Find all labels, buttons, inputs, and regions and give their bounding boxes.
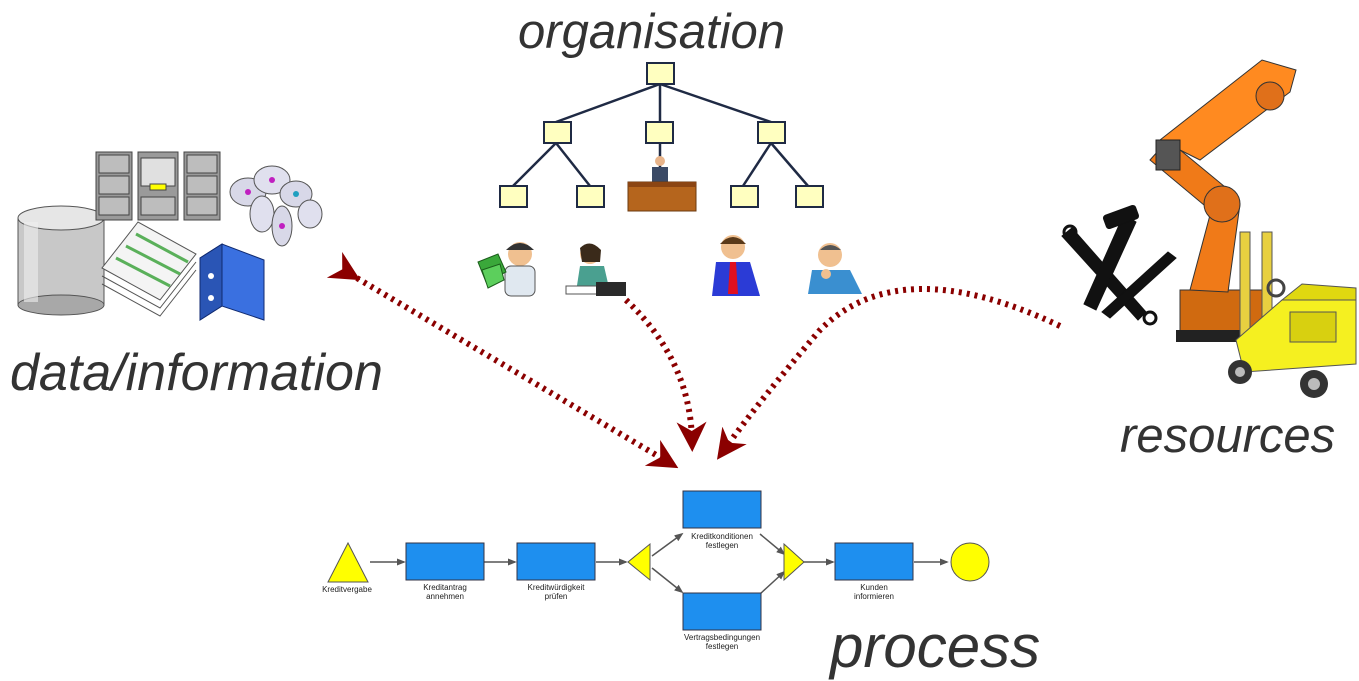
- database-cylinder-icon: [17, 205, 105, 316]
- forklift-icon: [1228, 231, 1357, 398]
- filing-cabinets-icon: [95, 151, 221, 221]
- org-box-left: [543, 121, 572, 144]
- person-writing-icon: [565, 243, 626, 296]
- function-box-4: [682, 592, 762, 631]
- org-box-ll: [499, 185, 528, 208]
- tools-icon: [1061, 204, 1177, 326]
- paper-stack-icon: [101, 221, 197, 317]
- binder-icon: [199, 243, 265, 321]
- function-box-5: [834, 542, 914, 581]
- arrow-data-to-process: [326, 251, 679, 469]
- process-title: process: [830, 613, 1041, 680]
- person-money-icon: [477, 242, 536, 297]
- manager-at-desk-icon: [627, 156, 697, 212]
- process-chain: [327, 490, 990, 631]
- org-box-right: [757, 121, 786, 144]
- org-box-mid: [645, 121, 674, 144]
- resources-title: resources: [1120, 409, 1336, 463]
- relation-arrows: [326, 251, 1062, 469]
- xor-split-connector: [627, 542, 651, 582]
- organisation-title: organisation: [518, 5, 785, 59]
- arrow-resources-to-process: [716, 286, 1062, 460]
- org-box-rl: [730, 185, 759, 208]
- function-box-3: [682, 490, 762, 529]
- org-boxes: [499, 62, 824, 208]
- person-businessman-icon: [712, 235, 760, 296]
- function-box-2: [516, 542, 596, 581]
- label-start-event: Kreditvergabe: [322, 585, 372, 594]
- end-event-circle: [950, 542, 990, 582]
- org-box-lr: [576, 185, 605, 208]
- start-event-triangle: [327, 541, 369, 583]
- person-thinking-icon: [808, 243, 862, 294]
- function-box-1: [405, 542, 485, 581]
- arrow-org-to-process: [623, 297, 707, 452]
- org-box-root: [646, 62, 675, 85]
- cd-discs-icon: [229, 165, 323, 247]
- org-box-rr: [795, 185, 824, 208]
- robot-arm-icon: [1149, 59, 1297, 342]
- xor-join-connector: [783, 542, 805, 582]
- data-information-title: data/information: [10, 344, 383, 402]
